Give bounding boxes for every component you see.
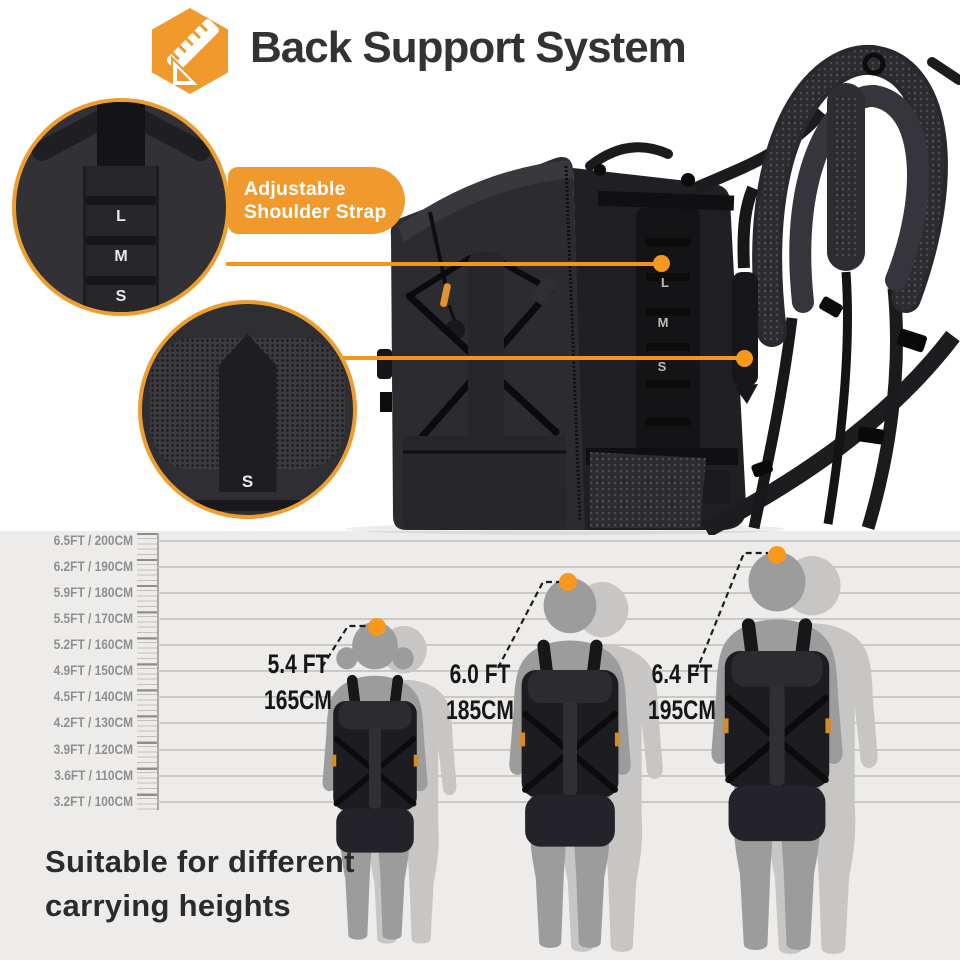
dashed-pointer-1 — [321, 624, 371, 668]
connector-line-bottom — [341, 356, 745, 360]
back-panel-label-s: S — [658, 359, 667, 374]
size-label-s: S — [241, 472, 254, 491]
head-marker-dot-1 — [368, 618, 386, 636]
height-label-185: 6.0 FT 185CM — [446, 659, 514, 725]
badge-line-1: Adjustable — [244, 178, 346, 200]
height-label-195: 6.4 FT 195CM — [648, 659, 716, 725]
adjustable-shoulder-strap-badge: Adjustable Shoulder Strap — [228, 167, 405, 234]
connector-dot-bottom — [736, 350, 753, 367]
shoulder-harness — [693, 44, 960, 535]
size-label-s: S — [115, 288, 127, 305]
ruler-icon — [152, 8, 228, 94]
head-marker-dot-2 — [559, 573, 577, 591]
orange-zipper-pull — [440, 283, 451, 308]
connector-dot-top — [653, 255, 670, 272]
connector-line-top — [226, 262, 662, 266]
badge-line-2: Shoulder Strap — [244, 201, 387, 223]
figure-165cm — [322, 622, 428, 940]
size-label-l: L — [116, 208, 126, 225]
silhouette-figures — [321, 546, 878, 954]
webbing-band — [164, 500, 331, 511]
center-velcro-strap — [218, 334, 277, 492]
callout-strap-length-detail: L M S — [12, 98, 230, 316]
page-title: Back Support System — [250, 23, 687, 72]
backpack-photo: L M S — [345, 44, 960, 535]
height-label-165: 5.4 FT 165CM — [264, 649, 332, 715]
dashed-pointer-3 — [694, 551, 768, 673]
chart-caption: Suitable for different carrying heights — [45, 844, 355, 923]
ladder-webbing: L M S — [83, 166, 159, 312]
head-marker-dot-3 — [768, 546, 786, 564]
back-panel-label-m: M — [658, 315, 669, 330]
ruler-icon-glyph — [166, 19, 219, 87]
back-panel-label-l: L — [661, 275, 669, 290]
callout-shoulder-pad-detail: S — [138, 300, 357, 519]
dashed-pointer-2 — [497, 580, 561, 669]
size-label-m: M — [114, 248, 128, 265]
front-pocket — [403, 436, 567, 530]
